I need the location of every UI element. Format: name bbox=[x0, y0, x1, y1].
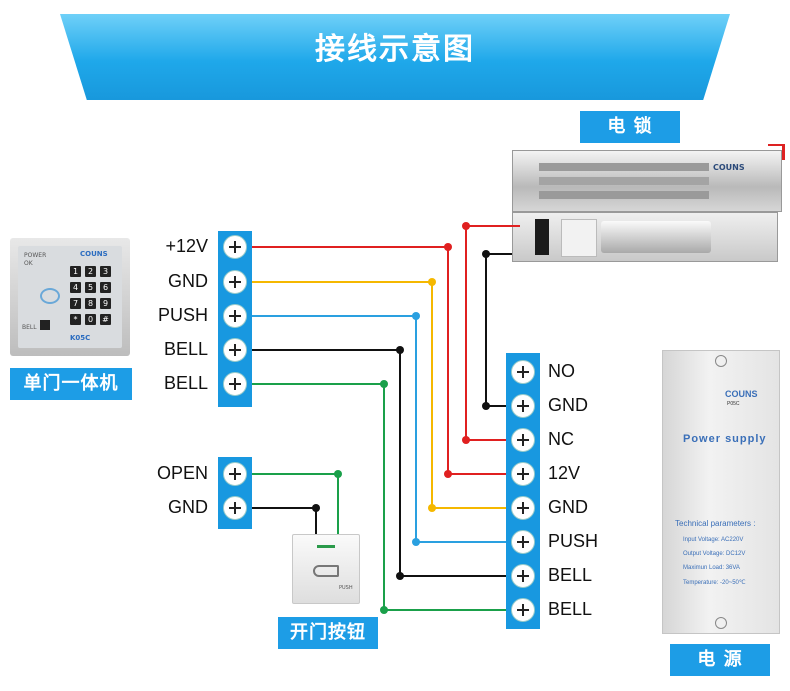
keypad-key: 6 bbox=[100, 282, 111, 293]
indicator-led bbox=[317, 545, 335, 548]
terminal-screw bbox=[223, 304, 247, 328]
power-terminal-label: 12V bbox=[548, 463, 581, 483]
wire-open bbox=[252, 473, 339, 534]
keypad-key: 4 bbox=[70, 282, 81, 293]
terminal-screw bbox=[511, 564, 535, 588]
power-terminal-label: GND bbox=[548, 395, 588, 415]
wire-button-gnd bbox=[252, 507, 317, 534]
screw-icon bbox=[715, 617, 727, 629]
wire-lock-gnd bbox=[485, 253, 512, 407]
keypad-key: 9 bbox=[100, 298, 111, 309]
terminal-screw bbox=[223, 496, 247, 520]
keypad-model: K05C bbox=[70, 334, 91, 342]
keypad-key: 0 bbox=[85, 314, 96, 325]
terminal-screw bbox=[511, 428, 535, 452]
terminal-screw bbox=[511, 496, 535, 520]
controller-terminal-label: BELL bbox=[163, 373, 208, 393]
ps-model: P05C bbox=[727, 401, 740, 407]
power-terminal-label: NC bbox=[548, 429, 574, 449]
exit-button-label: PUSH bbox=[339, 585, 353, 591]
terminal-screw bbox=[511, 598, 535, 622]
ps-brand: COUNS bbox=[725, 389, 758, 399]
controller-terminal-label: +12V bbox=[165, 236, 208, 256]
power-terminal-label: BELL bbox=[548, 599, 593, 619]
bell-icon bbox=[40, 320, 50, 330]
keypad-bell-label: BELL bbox=[22, 324, 37, 331]
keypad-key: 5 bbox=[85, 282, 96, 293]
wire-12v bbox=[252, 246, 506, 475]
ps-param: Output Voltage: DC12V bbox=[683, 551, 746, 557]
card-reader-icon bbox=[40, 288, 60, 304]
power-terminal-label: GND bbox=[548, 497, 588, 517]
ps-params-title: Technical parameters : bbox=[675, 519, 756, 528]
terminal-screw bbox=[223, 235, 247, 259]
ps-param: Temperature: -20~50℃ bbox=[683, 580, 746, 586]
keypad-key: # bbox=[100, 314, 111, 325]
terminal-screw bbox=[223, 372, 247, 396]
wire-bell-1 bbox=[252, 349, 506, 577]
ps-param: Input Voltage: AC220V bbox=[683, 537, 744, 543]
controller-terminal-label: PUSH bbox=[157, 305, 208, 325]
magnetic-lock-body: COUNS bbox=[512, 150, 782, 212]
lock-armature-plate bbox=[512, 212, 778, 262]
power-tag: 电 源 bbox=[670, 644, 770, 676]
power-terminal-label: NO bbox=[548, 361, 575, 381]
terminal-screw bbox=[223, 270, 247, 294]
terminal-screw bbox=[511, 360, 535, 384]
controller-terminal-label: GND bbox=[168, 271, 208, 291]
keypad-key: * bbox=[70, 314, 81, 325]
terminal-screw bbox=[223, 462, 247, 486]
terminal-screw bbox=[511, 530, 535, 554]
lock-cable bbox=[768, 144, 785, 160]
lock-brand: COUNS bbox=[713, 163, 745, 172]
ps-heading: Power supply bbox=[683, 433, 767, 445]
power-terminal-label: BELL bbox=[548, 565, 593, 585]
wire-push bbox=[252, 315, 506, 543]
title-banner bbox=[60, 14, 730, 100]
keypad-device: POWER OK COUNS BELL 1 2 3 4 5 6 7 8 9 * … bbox=[10, 238, 130, 356]
controller-terminal-label: BELL bbox=[163, 339, 208, 359]
keypad-key: 7 bbox=[70, 298, 81, 309]
keypad-key: 2 bbox=[85, 266, 96, 277]
keypad-key: 8 bbox=[85, 298, 96, 309]
power-terminal-label: PUSH bbox=[548, 531, 599, 551]
key-icon bbox=[313, 565, 339, 577]
keypad-indicator-ok: OK bbox=[24, 260, 33, 267]
screw-icon bbox=[715, 355, 727, 367]
wire-bell-2 bbox=[252, 383, 506, 611]
keypad-brand: COUNS bbox=[80, 250, 108, 258]
button-terminal-label: GND bbox=[168, 497, 208, 517]
page-title: 接线示意图 bbox=[315, 32, 475, 67]
terminal-screw bbox=[511, 394, 535, 418]
exit-button-tag: 开门按钮 bbox=[278, 617, 378, 649]
power-supply-box: COUNS P05C Power supply Technical parame… bbox=[662, 350, 780, 634]
keypad-indicator-power: POWER bbox=[24, 252, 47, 259]
terminal-screw bbox=[511, 462, 535, 486]
controller-tag: 单门一体机 bbox=[10, 368, 132, 400]
lock-tag: 电 锁 bbox=[580, 111, 680, 143]
keypad-key: 1 bbox=[70, 266, 81, 277]
ps-param: Maximun Load: 36VA bbox=[683, 565, 740, 571]
exit-button-device: PUSH bbox=[292, 534, 360, 604]
terminal-screw bbox=[223, 338, 247, 362]
keypad-key: 3 bbox=[100, 266, 111, 277]
button-terminal-label: OPEN bbox=[156, 463, 208, 483]
wire-gnd bbox=[252, 281, 506, 509]
